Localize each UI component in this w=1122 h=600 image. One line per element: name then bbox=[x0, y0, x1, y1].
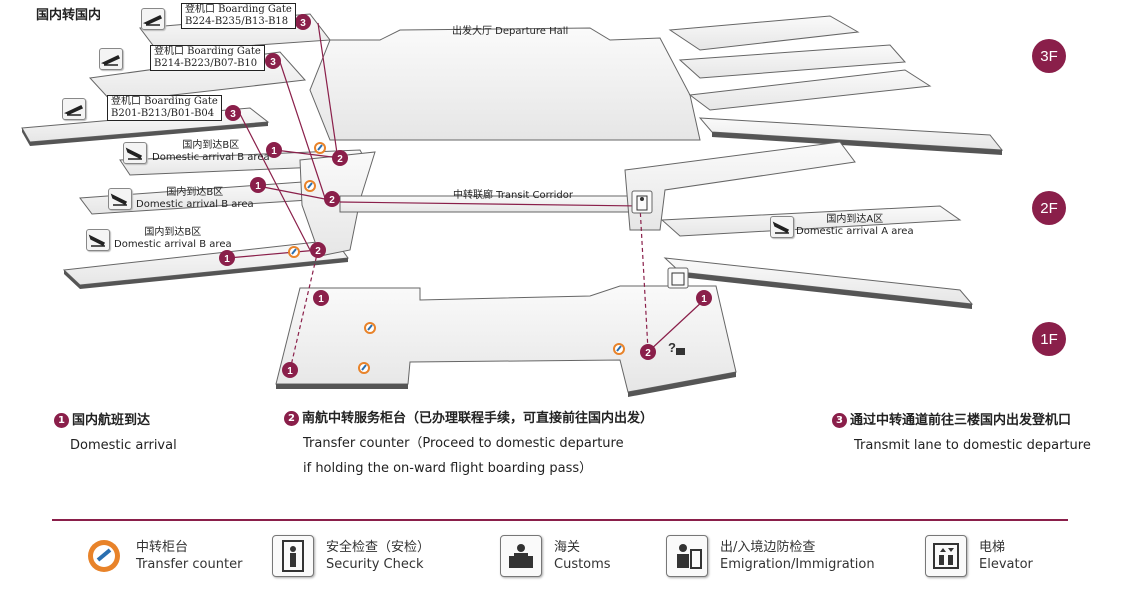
pier-2f-d bbox=[624, 141, 856, 231]
elevator-map-icon bbox=[667, 267, 689, 289]
security-check-icon bbox=[272, 535, 314, 577]
svg-text:2: 2 bbox=[329, 195, 335, 206]
arrival-hall-1f bbox=[275, 285, 737, 393]
floor-badge-1f: 1F bbox=[1032, 322, 1066, 356]
floor-1f bbox=[275, 285, 737, 393]
svg-text:2: 2 bbox=[337, 154, 343, 165]
step-1-marker: 1 bbox=[696, 290, 712, 306]
svg-text:1: 1 bbox=[287, 366, 293, 377]
terminal-map: 3 3 3 1 2 1 2 1 2 1 1 1 2 ? bbox=[21, 13, 1004, 397]
floor-badge-3f: 3F bbox=[1032, 39, 1066, 73]
info-luggage-map-icon: ? bbox=[668, 340, 685, 355]
step-3-marker: 3 bbox=[265, 53, 281, 69]
step-1-marker: 1 bbox=[313, 290, 329, 306]
arrival-icon bbox=[108, 188, 132, 210]
transfer-counter-icon bbox=[84, 536, 124, 576]
step-3-marker: 3 bbox=[295, 14, 311, 30]
immigration-icon bbox=[666, 535, 708, 577]
departure-hall-label: 出发大厅 Departure Hall bbox=[452, 26, 569, 37]
step-1-marker: 1 bbox=[266, 142, 282, 158]
step-2-marker: 2 bbox=[332, 150, 348, 166]
step-1-marker: 1 bbox=[250, 177, 266, 193]
svg-text:1: 1 bbox=[271, 146, 277, 157]
svg-text:2: 2 bbox=[315, 246, 321, 257]
transfer-counter-marker bbox=[613, 343, 625, 355]
svg-text:?: ? bbox=[668, 340, 676, 355]
transfer-counter-marker bbox=[288, 246, 300, 258]
route-lines bbox=[227, 22, 705, 371]
floor-badge-2f: 2F bbox=[1032, 191, 1066, 225]
svg-text:1: 1 bbox=[255, 181, 261, 192]
pier-3f-d bbox=[668, 15, 860, 51]
departure-hall bbox=[309, 27, 701, 141]
transfer-counter-marker bbox=[364, 322, 376, 334]
departure-icon bbox=[62, 98, 86, 120]
pier-3f-e bbox=[678, 44, 907, 79]
security-check-map-icon bbox=[631, 190, 653, 214]
step-3-marker: 3 bbox=[225, 105, 241, 121]
customs-icon bbox=[500, 535, 542, 577]
step-1-marker: 1 bbox=[282, 362, 298, 378]
pier-2f-e bbox=[660, 205, 962, 237]
page-title: 国内转国内 bbox=[36, 8, 102, 23]
transfer-counter-marker bbox=[304, 180, 316, 192]
arrival-icon bbox=[123, 142, 147, 164]
transfer-counter-marker bbox=[314, 142, 326, 154]
step-number: 3 bbox=[832, 413, 847, 428]
transfer-counter-marker bbox=[358, 362, 370, 374]
transit-corridor-label: 中转联廊 Transit Corridor bbox=[453, 190, 573, 201]
pier-3f-f bbox=[688, 69, 932, 111]
step-number: 1 bbox=[54, 413, 69, 428]
arrival-icon bbox=[86, 229, 110, 251]
elevator-icon bbox=[925, 535, 967, 577]
step-number: 2 bbox=[284, 411, 299, 426]
svg-text:2: 2 bbox=[645, 348, 651, 359]
svg-text:1: 1 bbox=[318, 294, 324, 305]
svg-text:3: 3 bbox=[270, 57, 276, 68]
svg-text:3: 3 bbox=[230, 109, 236, 120]
key-security-check: 安全检查（安检）Security Check bbox=[272, 534, 430, 578]
departure-icon bbox=[141, 8, 165, 30]
arrival-icon bbox=[770, 216, 794, 238]
svg-text:1: 1 bbox=[224, 254, 230, 265]
svg-text:3: 3 bbox=[300, 18, 306, 29]
step-2-marker: 2 bbox=[640, 344, 656, 360]
legend-divider bbox=[52, 519, 1068, 521]
step-2-marker: 2 bbox=[324, 191, 340, 207]
departure-icon bbox=[99, 48, 123, 70]
step-1-marker: 1 bbox=[219, 250, 235, 266]
svg-text:1: 1 bbox=[701, 294, 707, 305]
step-2-marker: 2 bbox=[310, 242, 326, 258]
